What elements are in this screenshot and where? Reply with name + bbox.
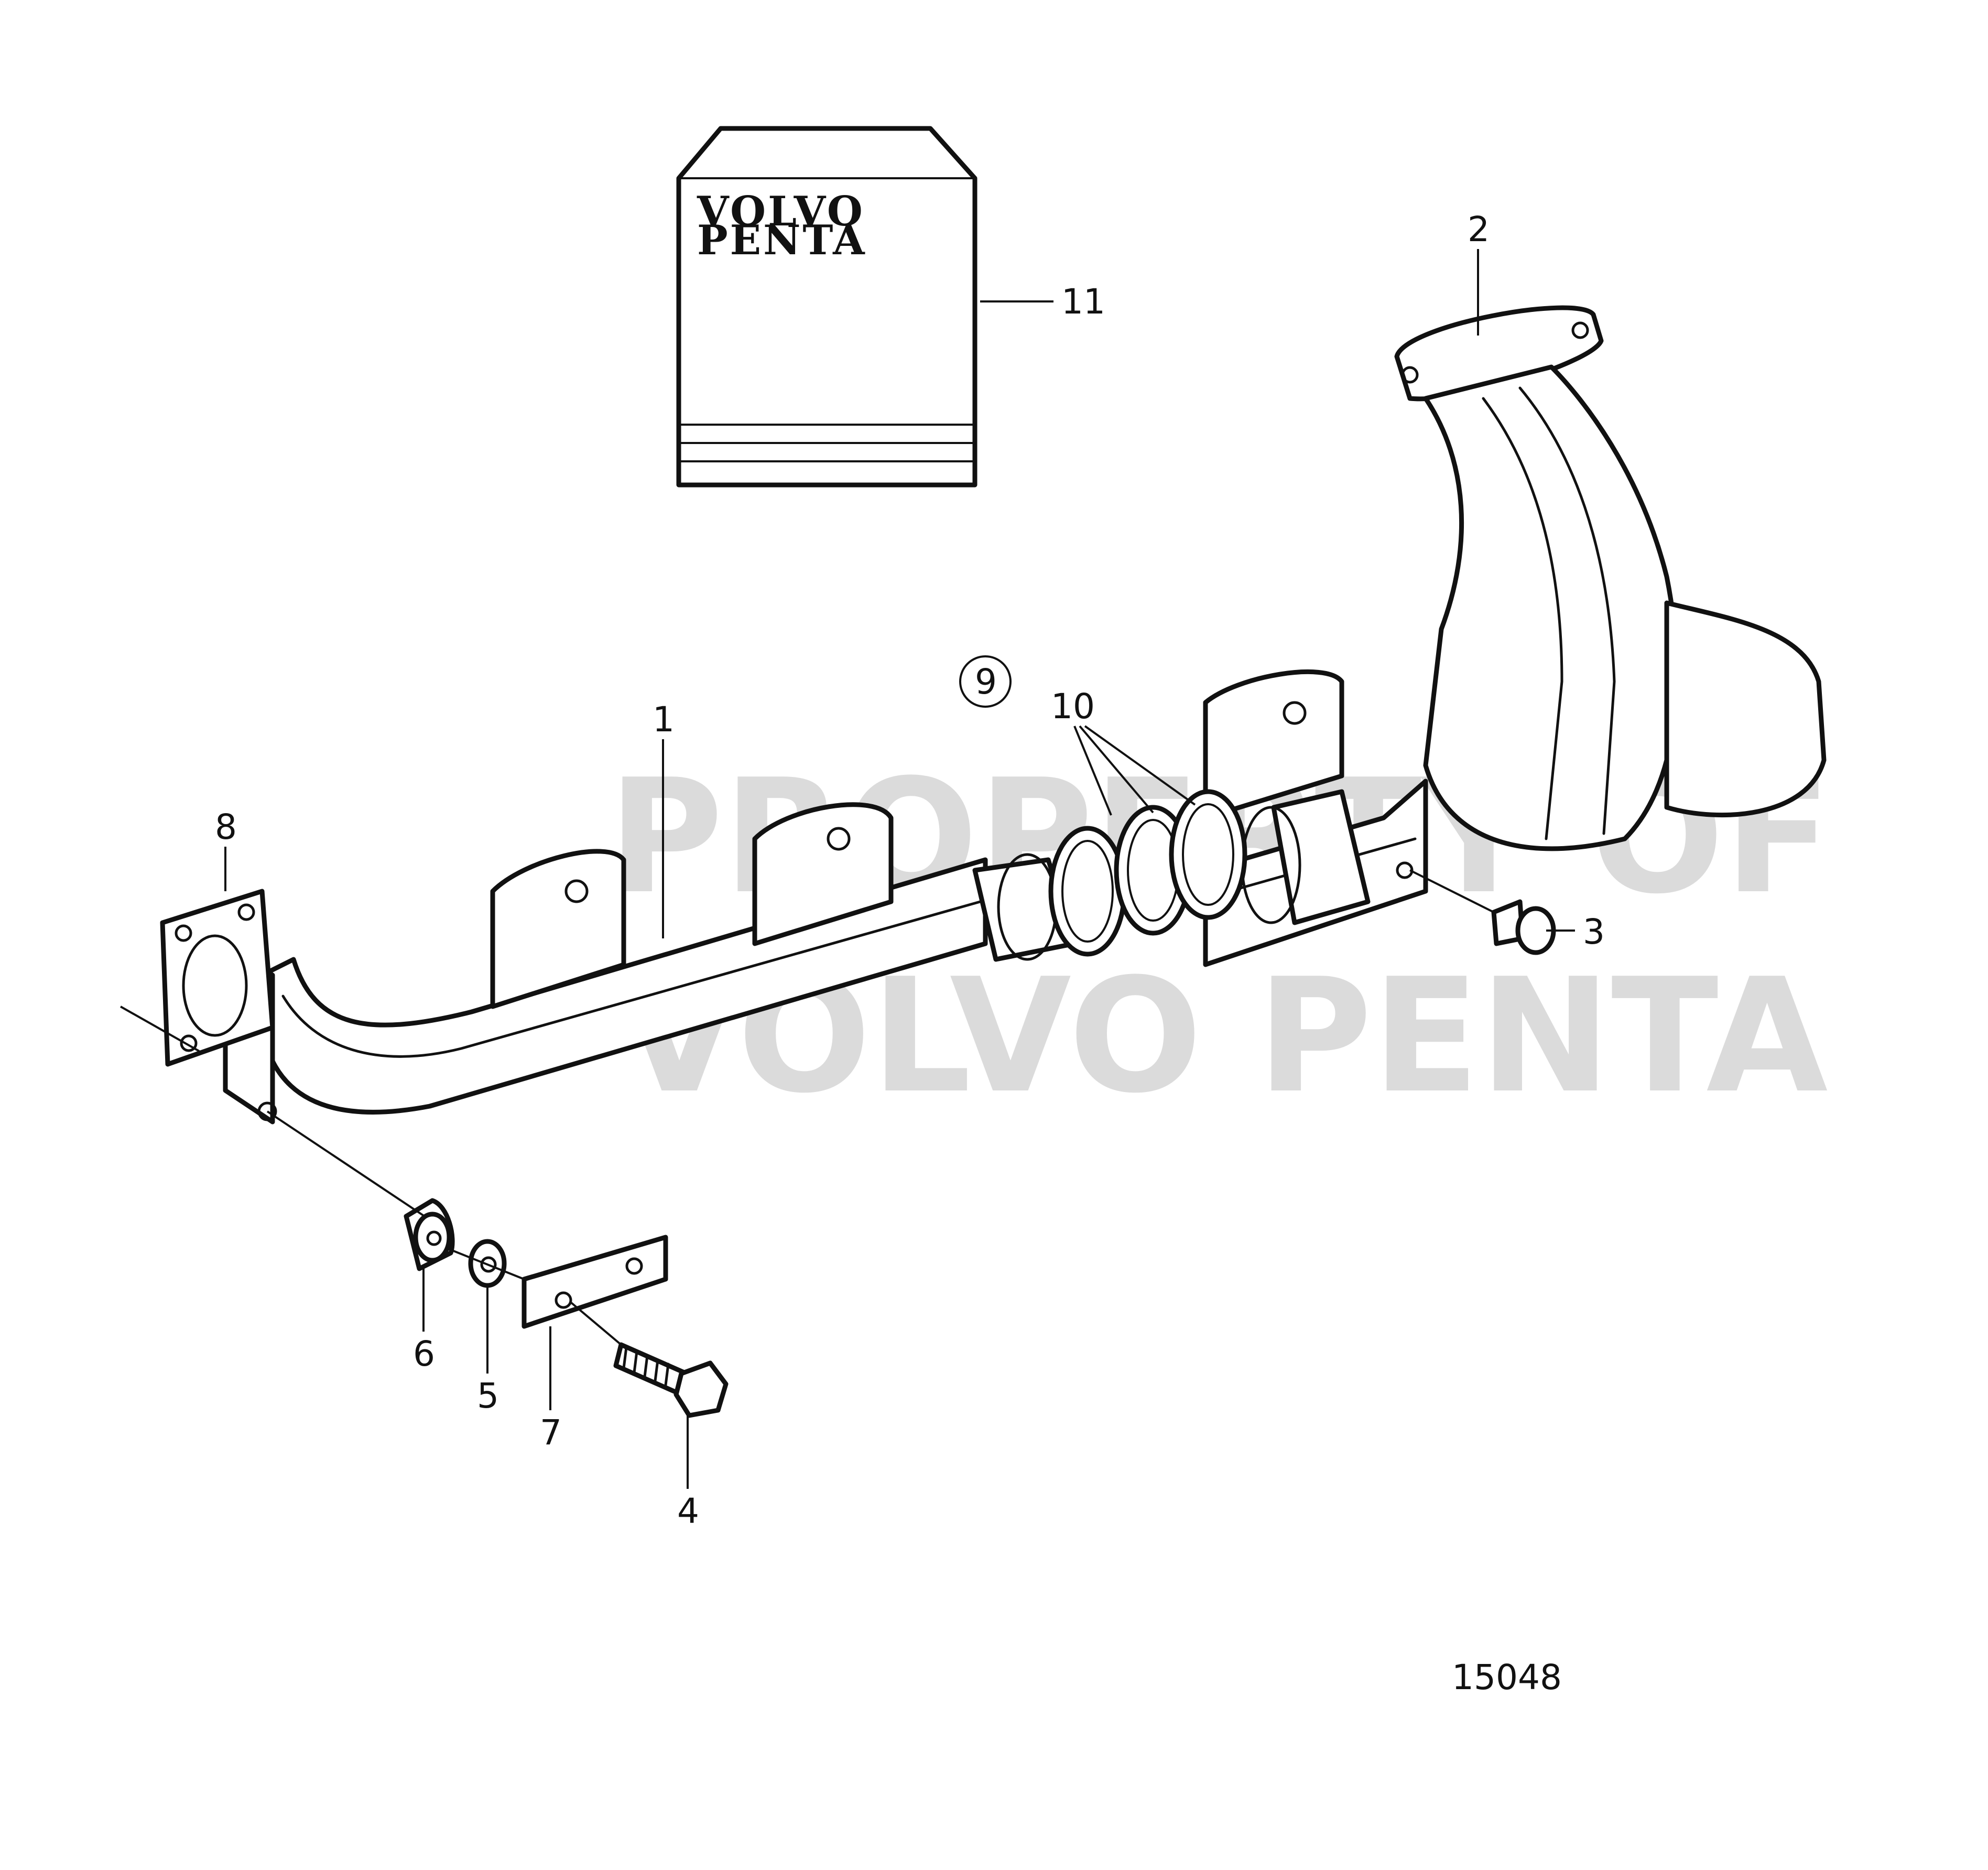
spacer[interactable] <box>404 1198 455 1271</box>
exhaust-manifold[interactable] <box>223 669 1428 1125</box>
manual-brand-line-2: PENTA <box>697 217 867 264</box>
flange-gasket[interactable] <box>160 889 275 1067</box>
callout-1: 1 <box>653 699 675 740</box>
exhaust-elbow[interactable] <box>1394 305 1827 851</box>
leader-lines <box>120 249 1575 1489</box>
figure-number: 15048 <box>1452 1657 1562 1698</box>
instruction-manual[interactable]: VOLVO PENTA <box>676 126 977 488</box>
callout-6: 6 <box>413 1334 435 1374</box>
callout-3: 3 <box>1583 912 1605 952</box>
sealing-rings[interactable] <box>1048 789 1247 957</box>
callout-2: 2 <box>1468 209 1490 250</box>
callout-5: 5 <box>477 1376 499 1416</box>
clamp-plate[interactable] <box>522 1235 668 1329</box>
bolt[interactable] <box>613 1342 729 1418</box>
callout-8: 8 <box>215 807 237 847</box>
callout-labels: 1 2 3 4 5 6 7 8 9 10 11 <box>215 209 1605 1531</box>
callout-4: 4 <box>677 1491 699 1531</box>
callout-11: 11 <box>1061 282 1105 322</box>
callout-9: 9 <box>975 662 997 702</box>
plug[interactable] <box>1491 899 1556 955</box>
callout-7: 7 <box>540 1412 562 1453</box>
callout-9-circle <box>959 655 1012 708</box>
manual-brand-line-1: VOLVO <box>697 188 865 235</box>
callout-10: 10 <box>1051 686 1095 727</box>
